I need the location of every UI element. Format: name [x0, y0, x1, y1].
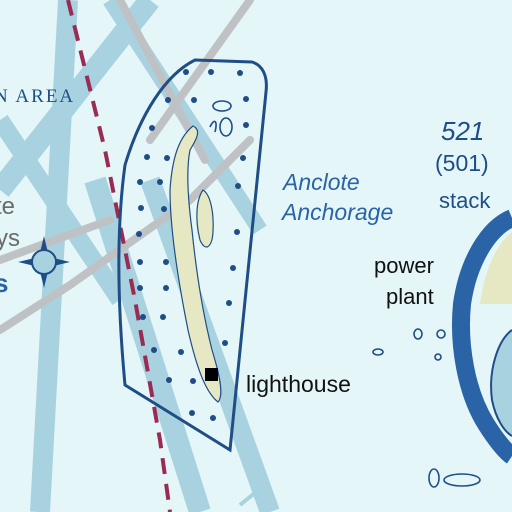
- obstacle-type-label: stack: [439, 188, 491, 213]
- power-plant-label-line2: plant: [386, 284, 434, 309]
- lighthouse-label: lighthouse: [246, 371, 351, 397]
- anchorage-label-line2: Anchorage: [282, 199, 394, 225]
- power-plant-basin: [490, 329, 512, 437]
- partial-label-3: s: [0, 268, 9, 298]
- island-islet-1: [219, 117, 233, 137]
- obstacle-height-label: (501): [435, 150, 489, 176]
- power-plant-label-line1: power: [374, 253, 434, 278]
- island-islet-3: [209, 120, 217, 133]
- partial-label-2: ys: [0, 225, 20, 252]
- compass-star-icon: [18, 236, 70, 288]
- preserve-dots: [136, 69, 249, 421]
- anchorage-label-line1: Anclote: [283, 169, 360, 195]
- airway-boundary-line: [66, 0, 172, 512]
- island-islet-2: [212, 100, 232, 112]
- preserve-boundary: [117, 58, 268, 453]
- island-lagoon: [196, 189, 214, 248]
- obstacle-elevation-label: 521: [441, 116, 485, 146]
- area-label: N AREA: [0, 86, 76, 107]
- partial-label-1: te: [0, 193, 16, 220]
- anclote-island: [169, 125, 222, 403]
- route-chevron: [238, 489, 272, 507]
- lighthouse-icon: [205, 368, 218, 381]
- small-islets: [372, 328, 481, 488]
- power-plant-land: [480, 232, 512, 304]
- power-plant-shoreline: [452, 209, 512, 464]
